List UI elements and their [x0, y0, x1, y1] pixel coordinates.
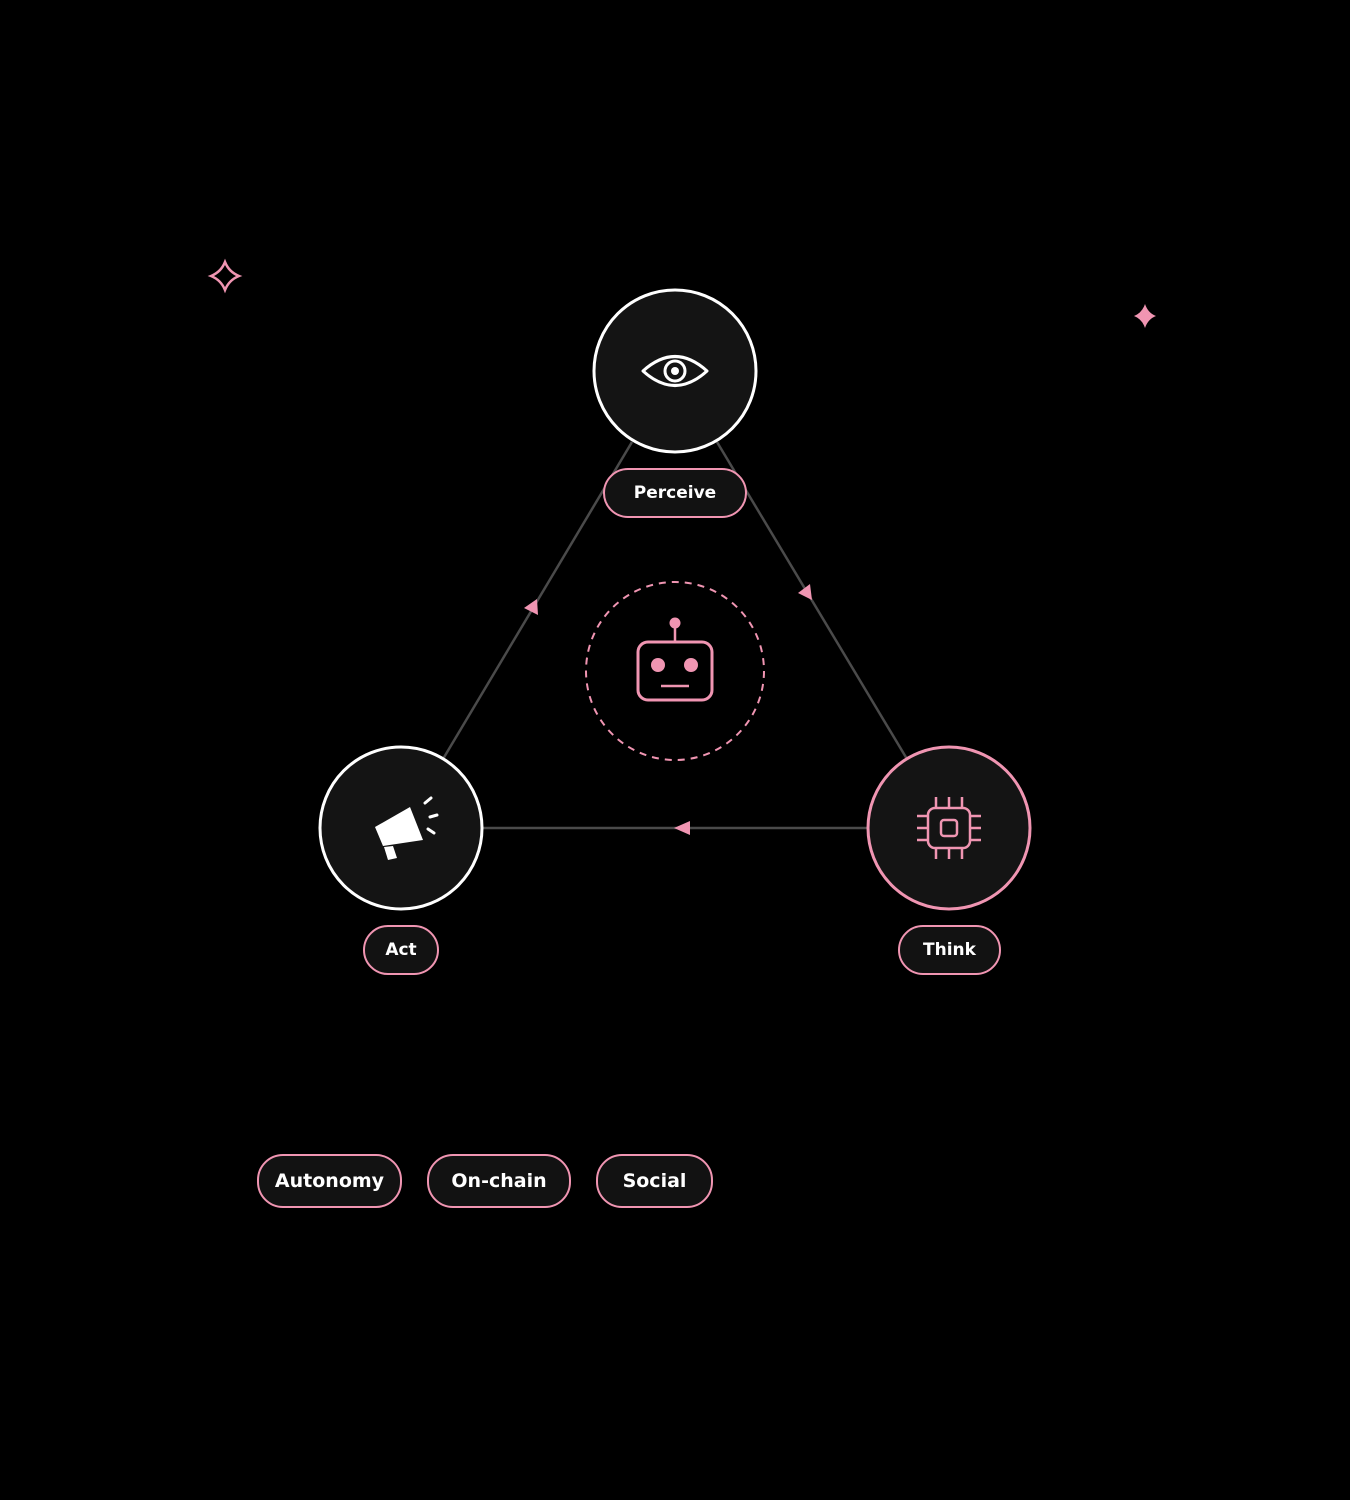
- node-act[interactable]: [318, 745, 484, 911]
- edge-act-perceive: [441, 441, 634, 760]
- eye-icon: [641, 355, 709, 387]
- center-dashed-ring: [585, 581, 765, 761]
- chip-icon: [917, 797, 981, 859]
- node-label-think: Think: [898, 925, 1001, 975]
- node-label-act: Act: [363, 925, 439, 975]
- sparkle-outline-icon: [207, 258, 243, 294]
- node-think-circle: [866, 745, 1032, 911]
- arrow-perceive-to-think: [798, 584, 812, 600]
- node-perceive[interactable]: [592, 288, 758, 454]
- megaphone-icon: [375, 796, 439, 860]
- edge-perceive-think: [715, 441, 909, 760]
- tag-on-chain[interactable]: On-chain: [427, 1154, 571, 1208]
- node-label-perceive: Perceive: [603, 468, 747, 518]
- tag-social[interactable]: Social: [596, 1154, 713, 1208]
- tag-autonomy[interactable]: Autonomy: [257, 1154, 402, 1208]
- robot-icon: [636, 617, 714, 702]
- arrow-think-to-act: [674, 821, 690, 835]
- sparkle-filled-icon: [1134, 304, 1156, 328]
- arrow-act-to-perceive: [524, 599, 538, 615]
- node-think[interactable]: [866, 745, 1032, 911]
